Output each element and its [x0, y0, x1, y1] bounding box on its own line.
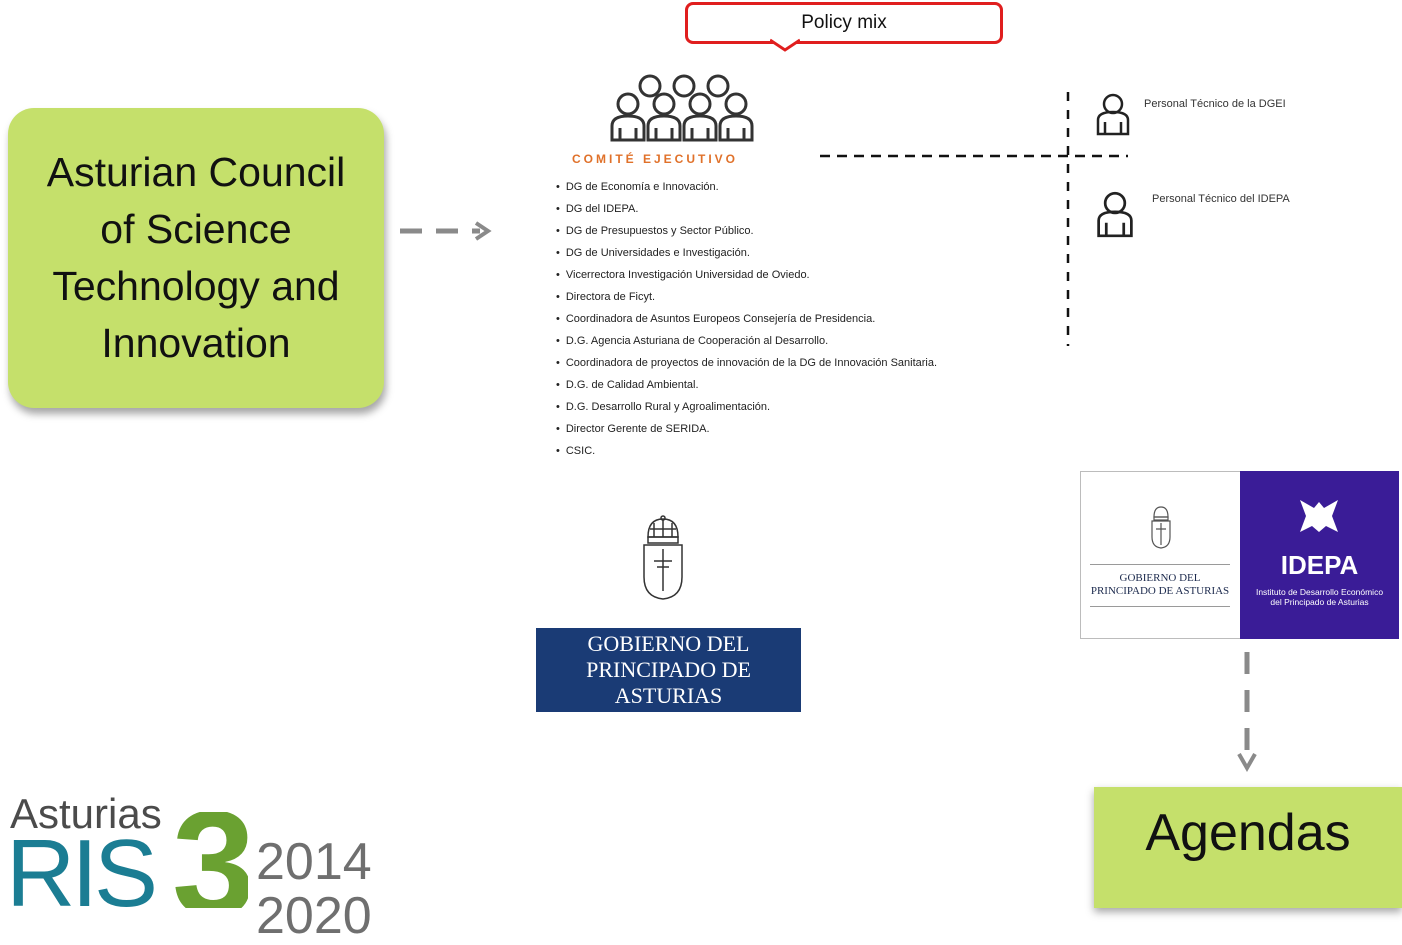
list-item: Directora de Ficyt.	[556, 286, 937, 308]
idepa-gov-line2: PRINCIPADO DE ASTURIAS	[1090, 585, 1230, 597]
comite-title: COMITÉ EJECUTIVO	[572, 152, 739, 166]
idepa-divider	[1090, 606, 1230, 607]
idepa-description: Instituto de Desarrollo Económico del Pr…	[1240, 587, 1399, 607]
staff-idepa-person-icon	[1097, 191, 1133, 238]
agendas-label: Agendas	[1145, 804, 1351, 862]
idepa-divider	[1090, 564, 1230, 565]
list-item: DG de Economía e Innovación.	[556, 176, 937, 198]
list-item: D.G. Agencia Asturiana de Cooperación al…	[556, 330, 937, 352]
ris3-digit: 3	[172, 812, 248, 908]
policy-mix-callout: Policy mix	[685, 2, 1003, 44]
list-item: DG de Presupuestos y Sector Público.	[556, 220, 937, 242]
council-box: Asturian Council of Science Technology a…	[8, 108, 384, 408]
list-item: Vicerrectora Investigación Universidad d…	[556, 264, 937, 286]
ris3-year-start: 2014	[256, 833, 372, 891]
gov-logo-line2: PRINCIPADO DE ASTURIAS	[586, 657, 751, 708]
council-arrow	[400, 221, 492, 241]
list-item: Coordinadora de proyectos de innovación …	[556, 352, 937, 374]
coat-of-arms-icon	[643, 515, 683, 600]
ris3-region-label: Asturias	[10, 790, 162, 837]
idepa-name: IDEPA	[1280, 550, 1359, 580]
ris3-letters: RIS	[6, 820, 158, 927]
idepa-coat-of-arms-icon	[1151, 506, 1171, 549]
list-item: D.G. Desarrollo Rural y Agroalimentación…	[556, 396, 937, 418]
staff-idepa-label: Personal Técnico del IDEPA	[1152, 193, 1290, 205]
staff-dgei-person-icon	[1096, 93, 1130, 136]
idepa-desc-line2: del Principado de Asturias	[1270, 597, 1369, 607]
list-item: D.G. de Calidad Ambiental.	[556, 374, 937, 396]
agendas-arrow	[1237, 652, 1257, 773]
list-item: DG del IDEPA.	[556, 198, 937, 220]
idepa-gov-line1: GOBIERNO DEL	[1119, 572, 1201, 584]
list-item: DG de Universidades e Investigación.	[556, 242, 937, 264]
staff-dgei-label: Personal Técnico de la DGEI	[1144, 98, 1286, 110]
committee-group-icon	[610, 74, 754, 142]
staff-connector	[820, 92, 1128, 346]
government-logo: GOBIERNO DEL PRINCIPADO DE ASTURIAS	[536, 628, 801, 712]
ris3-year-end: 2020	[256, 887, 372, 945]
ris3-digit-logo: 3	[172, 812, 248, 908]
idepa-brand-panel	[1240, 471, 1399, 639]
gov-logo-line1: GOBIERNO DEL	[587, 631, 750, 656]
list-item: Coordinadora de Asuntos Europeos Conseje…	[556, 308, 937, 330]
council-label: Asturian Council of Science Technology a…	[46, 149, 346, 366]
idepa-mark-icon	[1300, 500, 1338, 532]
list-item: CSIC.	[556, 440, 937, 462]
comite-member-list: DG de Economía e Innovación. DG del IDEP…	[556, 176, 937, 462]
idepa-desc-line1: Instituto de Desarrollo Económico	[1255, 587, 1384, 597]
policy-mix-label: Policy mix	[801, 12, 887, 33]
list-item: Director Gerente de SERIDA.	[556, 418, 937, 440]
agendas-box: Agendas	[1094, 787, 1402, 908]
callout-tail	[770, 38, 800, 52]
idepa-gov-text: GOBIERNO DEL PRINCIPADO DE ASTURIAS	[1090, 572, 1230, 598]
